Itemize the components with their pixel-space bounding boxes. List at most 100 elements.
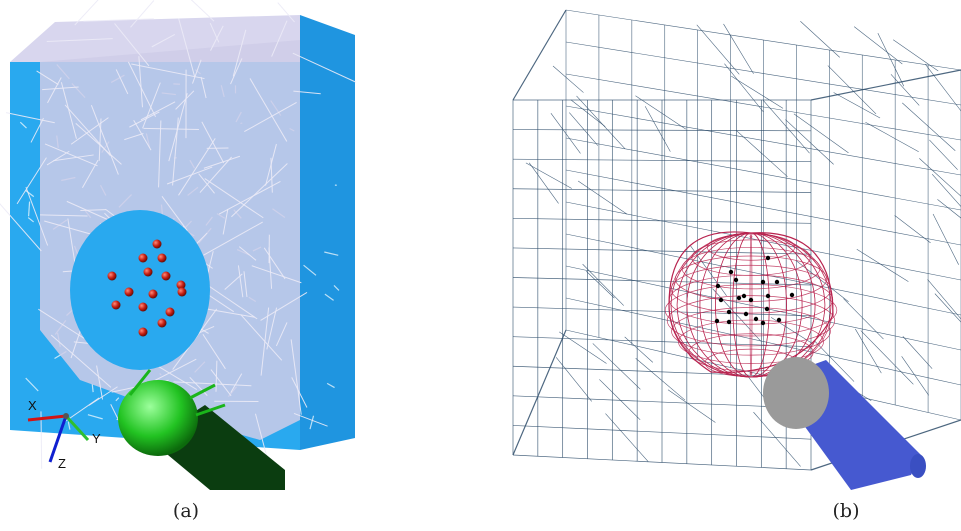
- interior-wire: [16, 157, 47, 205]
- interior-wire: [5, 112, 55, 124]
- interior-wire: [67, 218, 76, 264]
- diagonal-wire: [576, 95, 626, 150]
- diagonal-wire: [793, 113, 849, 154]
- x-axis-label: X: [28, 398, 37, 413]
- inner-volume-outline: [668, 231, 834, 373]
- interior-wire: [201, 121, 225, 164]
- front-face-wire: [512, 217, 812, 224]
- box-edge: [512, 9, 567, 101]
- diagonal-wire: [931, 174, 961, 207]
- back-face-wire: [565, 105, 961, 176]
- interior-wire: [243, 271, 248, 298]
- panel-a: X Y Z: [0, 0, 480, 531]
- interior-wire: [192, 59, 202, 84]
- interior-wire: [46, 38, 113, 42]
- electrode-point: [726, 309, 732, 315]
- front-face-wire: [512, 395, 812, 409]
- interior-wire: [140, 101, 176, 121]
- back-face-wire: [565, 201, 961, 281]
- interior-wire: [143, 127, 199, 131]
- panel-a-mesh-render: [0, 0, 357, 490]
- interior-wire: [203, 155, 241, 169]
- probe-sphere: [118, 380, 198, 456]
- interior-wire: [292, 52, 357, 83]
- tile-edge: [91, 384, 94, 393]
- tile-edge: [115, 397, 120, 402]
- electrode-point: [774, 279, 780, 285]
- interior-wire: [124, 133, 144, 141]
- front-face-wire: [512, 188, 812, 193]
- diagonal-wire: [592, 343, 641, 390]
- tile-edge: [324, 251, 339, 256]
- box-edge: [512, 329, 567, 456]
- interior-wire: [204, 178, 264, 219]
- diagonal-wire: [582, 263, 624, 306]
- electrode-spheres: [107, 239, 187, 337]
- electrode-point: [789, 292, 795, 298]
- outer-wireframe: [512, 9, 961, 471]
- electrode-sphere: [107, 271, 117, 281]
- diagonal-wire: [763, 100, 810, 154]
- tile-edge: [25, 377, 39, 392]
- interior-wire: [30, 117, 44, 143]
- interior-wire: [218, 180, 281, 215]
- tile-edge: [67, 421, 71, 430]
- interior-wire: [115, 69, 129, 95]
- diagonal-wire: [696, 24, 740, 75]
- interior-wire: [199, 156, 232, 193]
- interior-wire: [40, 411, 43, 469]
- panel-b-wireframe-render: [512, 9, 961, 490]
- interior-wire: [293, 90, 321, 95]
- interior-wire: [168, 93, 188, 162]
- probe-stick: [128, 369, 152, 396]
- interior-wire: [114, 23, 150, 67]
- interior-wire: [40, 214, 88, 217]
- interior-wire: [224, 273, 243, 290]
- front-face-wire: [512, 247, 812, 255]
- interior-wire: [156, 365, 198, 390]
- diagonal-wire: [667, 389, 716, 423]
- y-axis-arrow: [64, 414, 90, 442]
- electrode-point: [748, 297, 754, 303]
- probe-stick: [195, 403, 226, 417]
- diagonal-wire: [525, 162, 572, 189]
- electrode-point: [728, 269, 734, 275]
- electrode-sphere: [138, 327, 148, 337]
- interior-wire: [44, 143, 98, 167]
- x-axis-arrow: [27, 414, 67, 422]
- interior-wire: [36, 70, 59, 86]
- diagonal-wire: [827, 65, 877, 115]
- electrode-sphere: [148, 289, 158, 299]
- diagonal-wire: [932, 213, 959, 265]
- interior-wire: [209, 22, 220, 43]
- interior-wire: [142, 82, 161, 129]
- electrode-point: [736, 295, 742, 301]
- diagonal-wire: [865, 121, 919, 153]
- interior-wire: [206, 284, 258, 320]
- interior-wire: [293, 412, 328, 427]
- tile-edge: [326, 382, 335, 389]
- diagonal-wire: [577, 180, 628, 215]
- electrode-sphere: [165, 307, 175, 317]
- electrode-point: [714, 318, 720, 324]
- diagonal-wire: [814, 341, 855, 382]
- diagonal-wire: [934, 293, 961, 323]
- interior-wire: [80, 209, 106, 211]
- interior-wire: [202, 333, 226, 370]
- probe-cap: [763, 357, 829, 429]
- electrode-sphere: [138, 253, 148, 263]
- front-face-wire: [512, 306, 812, 317]
- back-face-wire: [565, 297, 961, 386]
- interior-wire: [277, 2, 295, 23]
- tile-edge: [25, 189, 35, 198]
- diagonal-wire: [550, 112, 581, 154]
- diagonal-wire: [586, 271, 615, 299]
- electrode-sphere: [177, 287, 187, 297]
- back-face-wire: [565, 169, 961, 246]
- diagonal-wire: [843, 298, 884, 340]
- interior-wire: [25, 186, 49, 246]
- tile-edge: [303, 264, 317, 276]
- interior-wire: [271, 20, 288, 57]
- diagonal-wire: [624, 336, 654, 363]
- tile-edge: [324, 293, 334, 301]
